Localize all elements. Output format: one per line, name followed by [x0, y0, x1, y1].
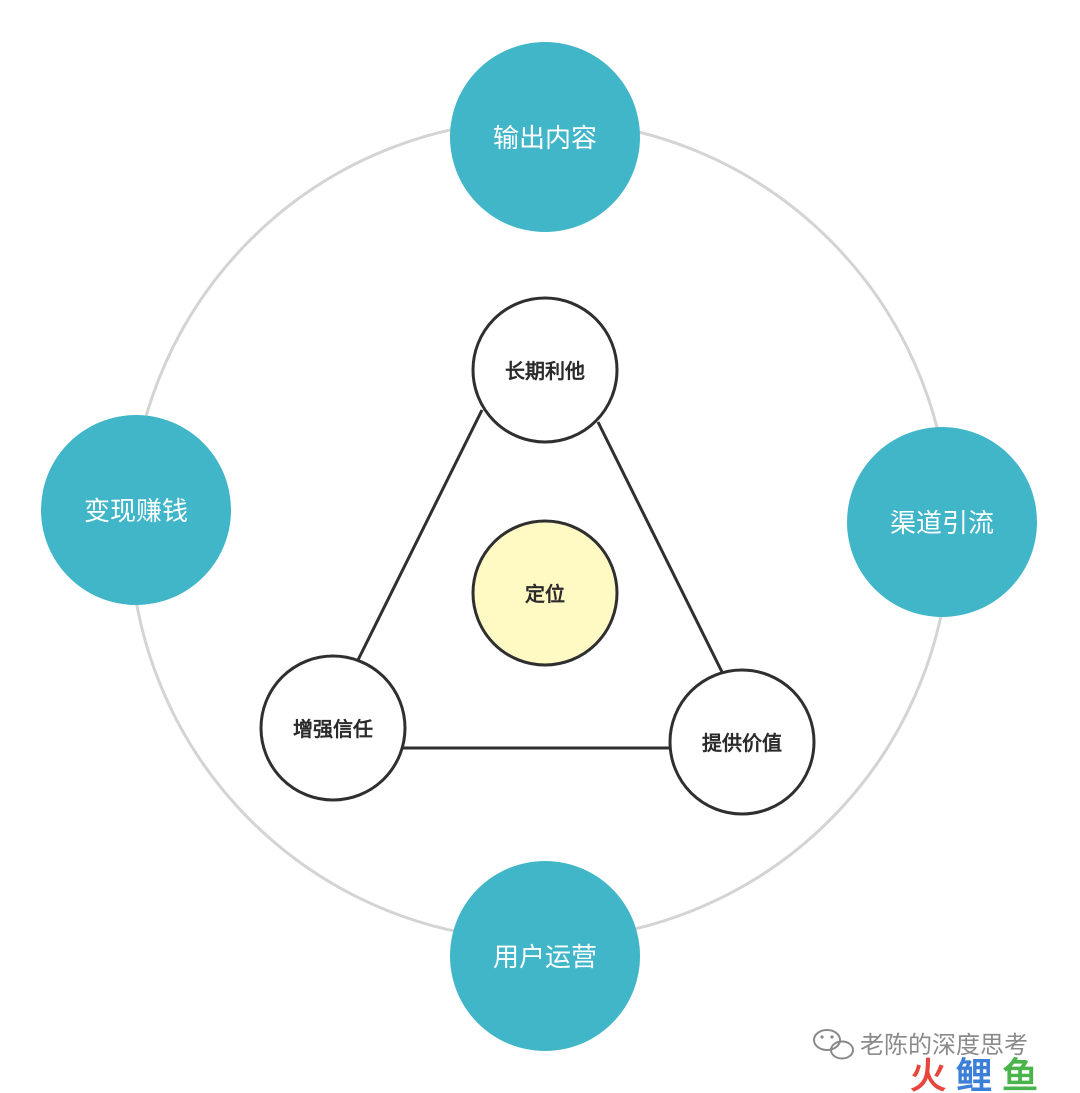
watermark-account-name: 老陈的深度思考 — [860, 1031, 1028, 1059]
outer-node-top-circle — [450, 42, 640, 232]
inner-node-right: 提供价值 — [668, 668, 816, 816]
triangle-edge-top-right — [596, 421, 724, 673]
outer-node-bottom: 用户运营 — [450, 861, 640, 1051]
outer-node-left-circle — [41, 415, 231, 605]
logo-char-1: 火 — [910, 1056, 946, 1093]
center-node-label: 定位 — [525, 582, 565, 606]
inner-node-left: 增强信任 — [259, 654, 407, 802]
inner-node-left-label: 增强信任 — [293, 717, 373, 741]
outer-node-left: 变现赚钱 — [41, 415, 231, 605]
center-node-circle — [471, 519, 619, 667]
outer-node-bottom-circle — [450, 861, 640, 1051]
watermark: 老陈的深度思考 火 鲤 鱼 — [813, 1029, 1038, 1093]
outer-node-left-label: 变现赚钱 — [84, 497, 188, 527]
inner-node-right-circle — [668, 668, 816, 816]
outer-node-bottom-label: 用户运营 — [493, 943, 597, 973]
outer-node-top: 输出内容 — [450, 42, 640, 232]
wechat-icon — [813, 1029, 854, 1060]
outer-node-right: 渠道引流 — [847, 427, 1037, 617]
outer-node-right-circle — [847, 427, 1037, 617]
inner-triangle — [356, 409, 724, 750]
triangle-edge-top-left — [356, 409, 484, 661]
inner-node-right-label: 提供价值 — [702, 731, 782, 755]
inner-node-top: 长期利他 — [471, 296, 619, 444]
logo-char-2: 鲤 — [956, 1056, 992, 1093]
inner-node-left-circle — [259, 654, 407, 802]
inner-node-top-circle — [471, 296, 619, 444]
outer-node-right-label: 渠道引流 — [890, 509, 994, 539]
outer-node-top-label: 输出内容 — [493, 124, 597, 154]
logo-char-3: 鱼 — [1002, 1056, 1038, 1093]
center-node: 定位 — [471, 519, 619, 667]
inner-node-top-label: 长期利他 — [505, 359, 585, 383]
